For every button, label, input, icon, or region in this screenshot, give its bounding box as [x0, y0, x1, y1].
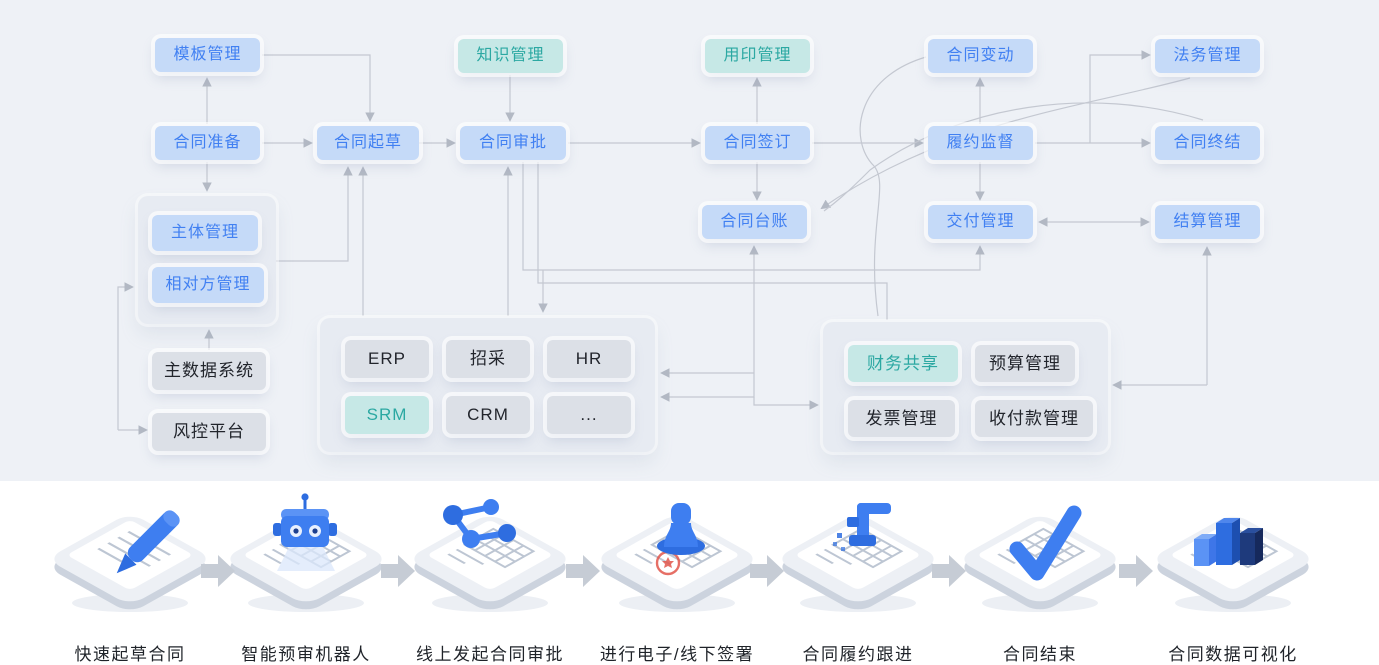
flow-node-master-data: 主数据系统 [152, 352, 266, 390]
step-contract-finish: 合同结束 [955, 489, 1125, 665]
step-label: 智能预审机器人 [241, 645, 371, 664]
flow-node-contract-sign: 合同签订 [705, 126, 810, 160]
flow-node-crm: CRM [446, 396, 530, 434]
step-label: 线上发起合同审批 [416, 645, 564, 664]
flow-node-contract-draft: 合同起草 [317, 126, 419, 160]
step-online-approval: 线上发起合同审批 [405, 489, 575, 665]
step-arrow-icon [201, 555, 235, 587]
flow-node-srm: SRM [345, 396, 429, 434]
step-label: 合同数据可视化 [1168, 645, 1298, 664]
network-document-icon [405, 499, 575, 634]
flow-node-contract-approval: 合同审批 [460, 126, 566, 160]
step-arrow-icon [381, 555, 415, 587]
flow-node-knowledge-mgmt: 知识管理 [458, 39, 563, 73]
robotic-arm-document-icon [773, 503, 943, 634]
step-arrow-icon [566, 555, 600, 587]
step-data-visualization: 合同数据可视化 [1148, 489, 1318, 665]
process-steps-strip: 快速起草合同 智能预审机器人 [0, 481, 1379, 664]
flow-node-legal-mgmt: 法务管理 [1155, 39, 1260, 73]
flow-node-procurement: 招采 [446, 340, 530, 378]
flow-node-delivery-mgmt: 交付管理 [928, 205, 1033, 239]
flow-node-more-systems: ... [547, 396, 631, 434]
step-label: 合同结束 [1003, 645, 1077, 664]
flow-node-counterparty-mgmt: 相对方管理 [152, 267, 264, 303]
pen-document-icon [45, 510, 215, 634]
flow-node-payment-mgmt: 收付款管理 [975, 400, 1093, 437]
step-arrow-icon [750, 555, 784, 587]
flow-node-contract-change: 合同变动 [928, 39, 1033, 73]
check-document-icon [955, 505, 1125, 634]
flow-node-invoice-mgmt: 发票管理 [848, 400, 955, 437]
flow-node-finance-share: 财务共享 [848, 345, 958, 382]
step-label: 进行电子/线下签署 [599, 645, 755, 664]
step-sign-contract: 进行电子/线下签署 [592, 489, 762, 665]
flow-node-risk-platform: 风控平台 [152, 413, 266, 451]
step-draft-contract: 快速起草合同 [45, 489, 215, 665]
flow-node-seal-mgmt: 用印管理 [705, 39, 810, 73]
step-label: 快速起草合同 [74, 645, 186, 664]
contract-flow-diagram: 模板管理 合同准备 合同起草 知识管理 合同审批 用印管理 合同签订 合同变动 … [0, 0, 1379, 481]
robot-document-icon [221, 493, 391, 634]
flow-node-settlement-mgmt: 结算管理 [1155, 205, 1260, 239]
step-performance-followup: 合同履约跟进 [773, 489, 943, 665]
flow-node-subject-mgmt: 主体管理 [152, 215, 258, 251]
flow-node-budget-mgmt: 预算管理 [975, 345, 1075, 382]
flow-node-erp: ERP [345, 340, 429, 378]
step-arrow-icon [932, 555, 966, 587]
step-arrow-icon [1119, 555, 1153, 587]
flow-node-contract-prep: 合同准备 [155, 126, 260, 160]
bar-chart-document-icon [1148, 489, 1318, 634]
flow-node-contract-ledger: 合同台账 [702, 205, 807, 239]
step-ai-precheck: 智能预审机器人 [221, 489, 391, 665]
step-label: 合同履约跟进 [802, 645, 914, 664]
flow-node-contract-end: 合同终结 [1155, 126, 1260, 160]
stamp-document-icon [592, 503, 762, 634]
flow-connectors [117, 50, 1212, 435]
flow-node-template-mgmt: 模板管理 [155, 38, 260, 72]
flow-node-performance-supervision: 履约监督 [928, 126, 1033, 160]
flow-node-hr: HR [547, 340, 631, 378]
